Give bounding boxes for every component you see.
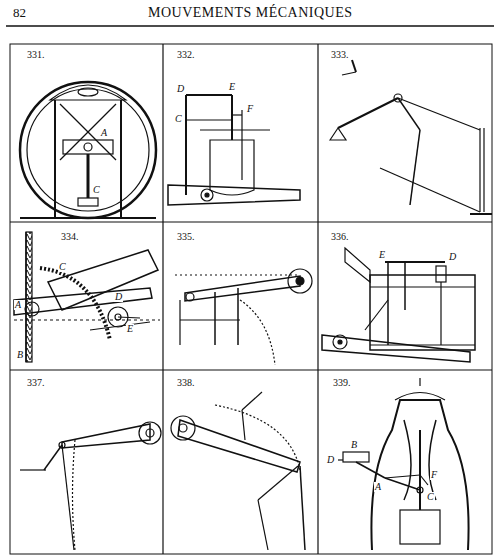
part-letter: D bbox=[448, 252, 457, 262]
part-letter: D bbox=[114, 292, 123, 302]
part-letter: C bbox=[92, 185, 101, 195]
part-letter: E bbox=[378, 250, 386, 260]
part-letter: F bbox=[430, 470, 438, 480]
part-letter: C bbox=[174, 114, 183, 124]
figure-number: 339. bbox=[332, 378, 352, 388]
part-letter: D bbox=[326, 455, 335, 465]
part-letter: B bbox=[350, 440, 358, 450]
figure-number: 338. bbox=[176, 378, 196, 388]
part-letter: A bbox=[374, 482, 382, 492]
figure-number: 337. bbox=[26, 378, 46, 388]
part-letter: D bbox=[176, 84, 185, 94]
part-letter: F bbox=[246, 104, 254, 114]
part-letter: E bbox=[126, 324, 134, 334]
part-letter: C bbox=[426, 492, 435, 502]
page-number: 82 bbox=[12, 6, 27, 19]
part-letter: A bbox=[100, 128, 108, 138]
figure-number: 334. bbox=[60, 232, 80, 242]
figure-number: 336. bbox=[330, 232, 350, 242]
figure-number: 333. bbox=[330, 50, 350, 60]
part-letter: C bbox=[58, 262, 67, 272]
page-title: MOUVEMENTS MÉCANIQUES bbox=[147, 6, 354, 20]
part-letter: E bbox=[228, 82, 236, 92]
part-letter: A bbox=[14, 300, 22, 310]
figure-number: 335. bbox=[176, 232, 196, 242]
figure-number: 331. bbox=[26, 50, 46, 60]
part-letter: B bbox=[16, 350, 24, 360]
figure-number: 332. bbox=[176, 50, 196, 60]
